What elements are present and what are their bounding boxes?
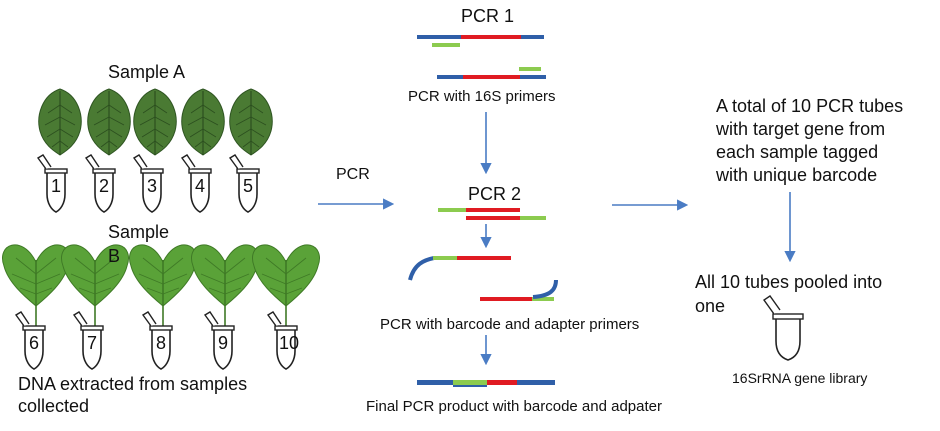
final-product-caption: Final PCR product with barcode and adpat… xyxy=(366,398,663,415)
pcr1-strands xyxy=(417,35,546,79)
sample-b-title-line2: B xyxy=(108,246,121,266)
reverse-primer xyxy=(519,67,541,71)
tube-number: 8 xyxy=(156,333,167,353)
final-product-strand xyxy=(417,380,555,387)
leaf-icon xyxy=(1,244,71,329)
tube-number: 10 xyxy=(279,333,300,353)
dna-extracted-line1: DNA extracted from samples xyxy=(18,374,248,394)
right-panel-line3: each sample tagged xyxy=(716,142,879,162)
tube-number: 2 xyxy=(99,176,110,196)
pcr2-caption: PCR with barcode and adapter primers xyxy=(380,316,640,333)
pooled-line2: one xyxy=(695,296,726,316)
leaf-icon xyxy=(181,88,225,156)
tube-number: 7 xyxy=(87,333,98,353)
tube-number: 9 xyxy=(218,333,229,353)
tube-number: 3 xyxy=(147,176,158,196)
leaf-icon xyxy=(229,88,273,156)
forward-primer xyxy=(432,43,460,47)
barcode-primer-reverse xyxy=(480,279,558,301)
sample-b-title-line1: Sample xyxy=(108,222,170,242)
library-caption: 16SrRNA gene library xyxy=(732,370,868,386)
leaf-icon xyxy=(133,88,177,156)
pcr-arrow-label: PCR xyxy=(336,166,370,183)
pcr2-strands xyxy=(438,208,546,220)
leaf-icon xyxy=(251,244,321,329)
tube-number: 1 xyxy=(51,176,62,196)
leaf-icon xyxy=(87,88,131,156)
sample-a-title: Sample A xyxy=(108,62,186,82)
pcr1-caption: PCR with 16S primers xyxy=(408,88,556,105)
right-panel-line2: with target gene from xyxy=(716,119,886,139)
pcr1-title: PCR 1 xyxy=(461,6,515,26)
library-tube-icon xyxy=(763,295,804,361)
pooled-line1: All 10 tubes pooled into xyxy=(695,272,883,292)
tube-number: 6 xyxy=(29,333,40,353)
leaf-icon xyxy=(190,244,260,329)
tube-number: 5 xyxy=(243,176,254,196)
sample-a-leaves xyxy=(38,88,273,156)
tube-number: 4 xyxy=(195,176,206,196)
right-panel-line4: with unique barcode xyxy=(716,165,878,185)
leaf-icon xyxy=(38,88,82,156)
dna-extracted-line2: collected xyxy=(18,396,90,416)
pcr2-title: PCR 2 xyxy=(468,184,522,204)
barcode-primer-forward xyxy=(408,256,511,281)
right-panel-line1: A total of 10 PCR tubes xyxy=(716,96,904,116)
leaf-icon xyxy=(128,244,198,329)
